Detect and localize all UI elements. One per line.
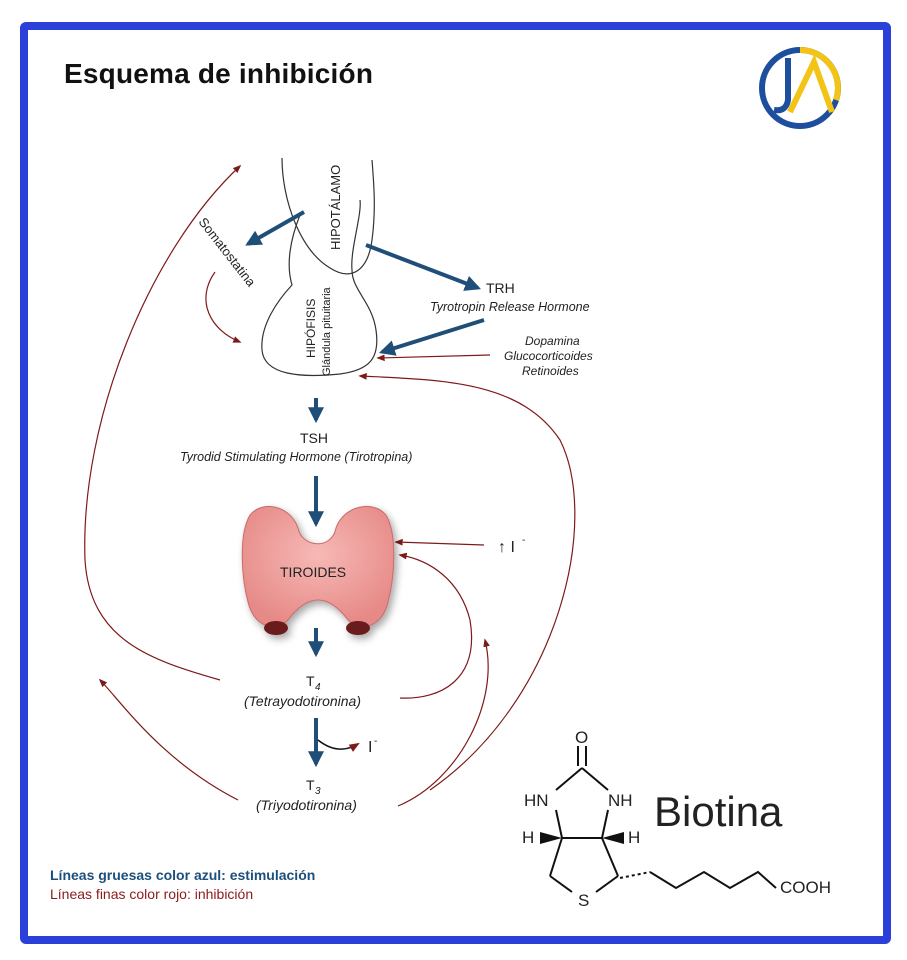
retinoides-label: Retinoides	[522, 364, 579, 378]
biotin-chain	[649, 870, 777, 890]
legend-blue: Líneas gruesas color azul: estimulación	[50, 867, 316, 883]
biotin-wedge-right	[602, 832, 624, 844]
biotin-bond	[555, 767, 583, 791]
biotin-wedge-left	[540, 832, 562, 844]
iodine-up-sup: -	[522, 535, 525, 546]
logo-j	[773, 58, 791, 114]
biotin-nh: NH	[608, 791, 633, 810]
trh-label: TRH	[486, 280, 515, 296]
biotin-s: S	[578, 891, 589, 910]
blue-frame	[20, 22, 891, 944]
t3-full-label: (Triyodotironina)	[256, 797, 357, 813]
biotin-o: O	[575, 728, 588, 747]
biotin-title: Biotina	[654, 788, 783, 835]
biotin-bond	[595, 875, 619, 893]
trh-full-label: Tyrotropin Release Hormone	[430, 300, 590, 314]
biotin-bond	[601, 809, 609, 839]
arrow-dopamina-inhibit	[376, 354, 491, 362]
arrow-trh-to-hipofisis	[378, 318, 485, 356]
hipotalamo-label: HIPOTÁLAMO	[328, 165, 343, 250]
biotin-bond	[555, 809, 563, 839]
biotin-hash-bond	[619, 871, 651, 879]
arrow-somatostatina-inhibit	[205, 271, 242, 343]
tiroides-label: TIROIDES	[280, 564, 346, 580]
somatostatina-label: Somatostatina	[196, 215, 259, 290]
biotin-h-right: H	[628, 828, 640, 847]
legend-red: Líneas finas color rojo: inhibición	[50, 886, 254, 902]
arrow-t4-to-hipotalamo	[84, 164, 242, 681]
biotin-bond	[581, 767, 609, 791]
t3-sub: 3	[315, 786, 321, 797]
iodine-out-sup: -	[374, 736, 377, 747]
page-title: Esquema de inhibición	[64, 58, 374, 89]
biotin-structure	[549, 746, 777, 893]
arrow-somatostatina	[245, 210, 305, 246]
t3-label: T	[306, 777, 315, 793]
tsh-full-label: Tyrodid Stimulating Hormone (Tirotropina…	[180, 450, 412, 464]
arrow-t3-to-tiroides	[397, 638, 490, 807]
biotin-hn: HN	[524, 791, 549, 810]
arrow-iodine-inhibit	[394, 538, 485, 546]
biotin-h-left: H	[522, 828, 534, 847]
glucocorticoides-label: Glucocorticoides	[504, 349, 593, 363]
dopamina-label: Dopamina	[525, 334, 580, 348]
biotin-bond	[549, 875, 573, 893]
t4-full-label: (Tetrayodotironina)	[244, 693, 361, 709]
biotin-cooh: COOH	[780, 878, 831, 897]
arrow-t3-to-hipotalamo	[98, 678, 239, 801]
arrow-t3-to-hipofisis	[358, 372, 576, 791]
biotin-bond	[601, 837, 619, 877]
hipofisis-outline	[261, 199, 378, 377]
arrow-t4-to-tiroides	[398, 552, 473, 699]
iodine-out-label: I	[368, 739, 372, 756]
t4-label: T	[306, 673, 315, 689]
logo-arc	[799, 47, 841, 101]
biotin-bond	[549, 837, 563, 877]
t4-sub: 4	[315, 682, 321, 693]
logo	[759, 47, 841, 129]
arrow-trh	[365, 243, 481, 291]
arrow-iodine-release	[317, 739, 360, 752]
glandula-label: Glándula pituitaria	[321, 286, 333, 376]
iodine-up-label: ↑ I	[498, 539, 515, 556]
hipotalamo-outline	[281, 157, 375, 275]
thyroid-gland	[241, 506, 395, 635]
logo-a	[787, 54, 835, 114]
hipofisis-label: HIPÓFISIS	[303, 299, 318, 358]
tsh-label: TSH	[300, 430, 328, 446]
